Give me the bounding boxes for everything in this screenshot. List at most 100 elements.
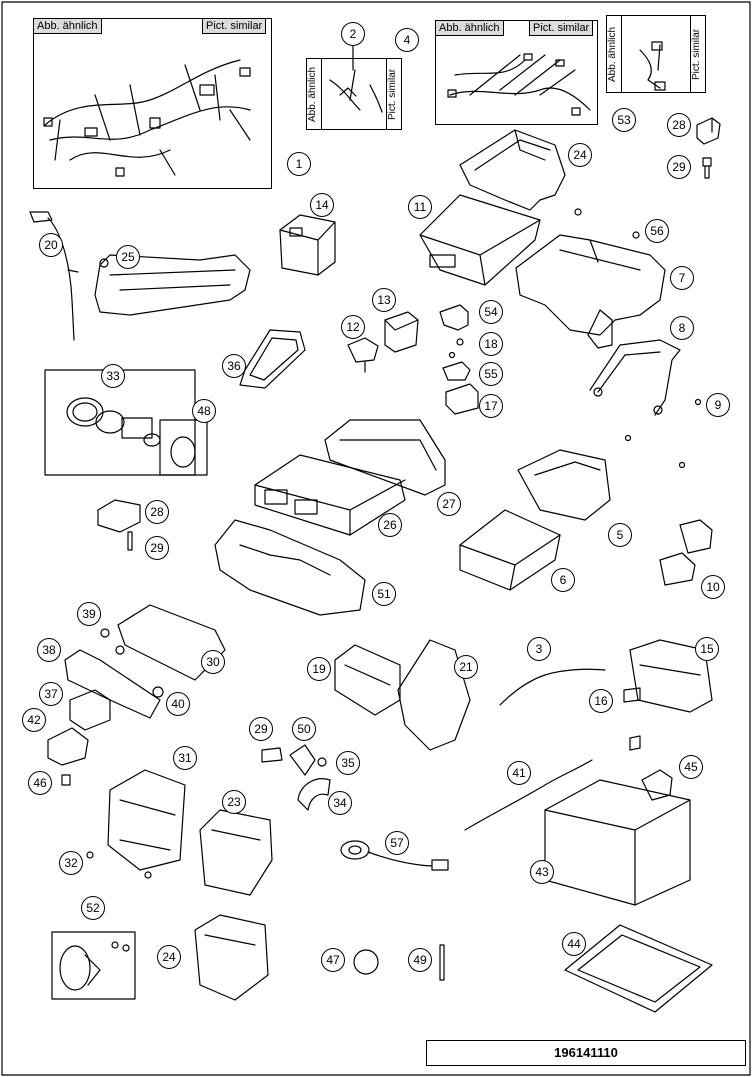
bracket-38-drawing (65, 650, 160, 718)
callout-1: 1 (287, 152, 311, 176)
abb-label-53: Abb. ähnlich (606, 15, 622, 93)
callout-34: 34 (328, 791, 352, 815)
callout-43: 43 (530, 860, 554, 884)
cover-top-drawing (460, 130, 565, 210)
callout-28-middle: 28 (145, 500, 169, 524)
control-23-drawing (200, 810, 272, 895)
horn-52-drawing (60, 942, 129, 990)
module-13-drawing (385, 312, 418, 352)
cable-tie-47-drawing (354, 950, 378, 974)
callout-14: 14 (310, 193, 334, 217)
callout-31: 31 (173, 746, 197, 770)
rubber-34-drawing (298, 779, 330, 810)
callout-40: 40 (166, 692, 190, 716)
callout-35: 35 (336, 751, 360, 775)
screw-9-drawing (696, 400, 701, 405)
callout-11: 11 (408, 195, 432, 219)
wiring-harness-drawing (44, 60, 250, 176)
strap-49-drawing (440, 945, 444, 980)
pict-label-2: Pict. similar (386, 58, 402, 130)
grommet-40-drawing (153, 687, 163, 697)
callout-7: 7 (670, 266, 694, 290)
callout-25: 25 (116, 245, 140, 269)
sensor-57-drawing (341, 841, 448, 870)
callout-15: 15 (695, 637, 719, 661)
seal-36-drawing (240, 330, 305, 388)
part-42-drawing (48, 728, 88, 765)
relay-14-drawing (280, 215, 335, 275)
bracket-8-drawing (590, 340, 680, 415)
screws-16-drawing (624, 688, 640, 750)
callout-41: 41 (507, 761, 531, 785)
cover-5-drawing (518, 450, 610, 520)
callout-32: 32 (59, 851, 83, 875)
callout-24-top: 24 (568, 143, 592, 167)
harness-4-drawing (448, 54, 590, 115)
horn-52-frame (52, 932, 135, 999)
callout-38: 38 (37, 638, 61, 662)
callout-10: 10 (701, 575, 725, 599)
callout-27: 27 (437, 492, 461, 516)
callout-17: 17 (479, 394, 503, 418)
pict-label-4: Pict. similar (529, 20, 594, 36)
pict-label-53: Pict. similar (690, 15, 706, 93)
caps-10-drawing (660, 520, 712, 585)
callout-51: 51 (372, 582, 396, 606)
sensor-top-drawing (697, 118, 720, 144)
callout-13: 13 (372, 288, 396, 312)
ignition-lock-drawing (67, 398, 160, 446)
ecu-26-drawing (255, 455, 405, 535)
callout-26: 26 (378, 513, 402, 537)
cable-41-drawing (465, 760, 592, 830)
callout-28-top: 28 (667, 113, 691, 137)
callout-50: 50 (292, 717, 316, 741)
callout-54: 54 (479, 300, 503, 324)
regulator-30-drawing (118, 605, 225, 680)
callout-29-top: 29 (667, 155, 691, 179)
cable-3-drawing (500, 669, 605, 705)
bracket-50-drawing (290, 745, 315, 775)
mat-44-drawing (565, 925, 712, 1012)
battery-43-drawing (545, 780, 690, 905)
key-48-frame (160, 420, 207, 475)
harness-1-frame (33, 18, 272, 189)
callout-6: 6 (551, 568, 575, 592)
sensor-28-drawing (98, 500, 140, 532)
harness-4-frame (435, 20, 598, 125)
callout-4: 4 (395, 28, 419, 52)
cover-27-drawing (325, 420, 445, 495)
callout-47: 47 (321, 948, 345, 972)
cover-24-lower-drawing (195, 915, 268, 1000)
cable-20-drawing (30, 212, 78, 340)
callout-36: 36 (222, 354, 246, 378)
abb-label-1: Abb. ähnlich (33, 18, 102, 34)
callout-37: 37 (39, 682, 63, 706)
key-48-drawing (171, 437, 195, 467)
callout-53: 53 (612, 108, 636, 132)
relay-17-drawing (446, 384, 478, 414)
callout-18: 18 (479, 332, 503, 356)
callout-23: 23 (222, 790, 246, 814)
callout-45: 45 (679, 755, 703, 779)
drawing-number: 196141110 (426, 1040, 746, 1066)
callout-48: 48 (192, 399, 216, 423)
module-19-drawing (335, 645, 400, 715)
callout-16: 16 (589, 689, 613, 713)
clip-54-drawing (440, 305, 468, 330)
holder-21-drawing (398, 640, 470, 750)
callout-5: 5 (608, 523, 632, 547)
callout-55: 55 (479, 362, 503, 386)
callout-12: 12 (341, 315, 365, 339)
callout-29-middle: 29 (145, 536, 169, 560)
abb-label-2: Abb. ähnlich (306, 58, 322, 130)
callout-56: 56 (645, 219, 669, 243)
callout-3: 3 (527, 637, 551, 661)
sensor-12-drawing (348, 338, 378, 372)
pict-label-1: Pict. similar (202, 18, 267, 34)
callout-39: 39 (77, 602, 101, 626)
callout-20: 20 (39, 233, 63, 257)
callout-30: 30 (201, 650, 225, 674)
callout-44: 44 (562, 932, 586, 956)
